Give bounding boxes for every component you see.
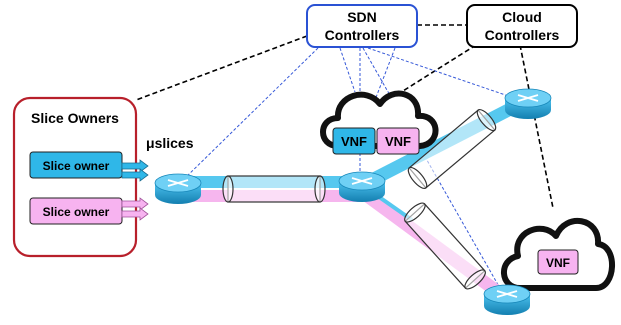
tunnel-upper-right <box>407 109 497 189</box>
cloud-controllers-title-line1: Cloud <box>502 9 542 25</box>
control-links <box>135 24 554 298</box>
link-sdn-to-slice-owners <box>135 35 308 101</box>
router-icon-upper-right <box>504 88 552 119</box>
slice-tunnels <box>222 109 497 290</box>
cloud-controllers-title-line2: Controllers <box>485 27 560 43</box>
tunnel-lower-right <box>404 202 486 290</box>
slice-owner-pink: Slice owner <box>29 197 123 225</box>
slice-owner-label: Slice owner <box>43 205 110 219</box>
sdn-controllers-title-line1: SDN <box>347 9 377 25</box>
slice-owners-title: Slice Owners <box>31 110 119 126</box>
arrow-icon <box>121 197 149 211</box>
link-cloud-controllers-to-cloud-1 <box>394 44 477 97</box>
arrow-icon <box>121 207 149 221</box>
arrow-icon <box>121 159 149 173</box>
router-icon-lower-right <box>483 284 531 315</box>
slice-owner-blue: Slice owner <box>29 151 123 179</box>
sdn-controllers-title-line2: Controllers <box>325 27 400 43</box>
cloud-controllers-box: Cloud Controllers <box>466 4 578 48</box>
uslices-label: μslices <box>146 135 194 151</box>
router-icon-center <box>338 171 386 202</box>
vnf-box-3: VNF <box>537 249 579 275</box>
uslice-arrows <box>121 159 149 221</box>
tunnel-horizontal <box>222 175 326 203</box>
vnf-box-2: VNF <box>376 127 420 155</box>
link-cloud-controllers-to-cloud-2 <box>519 44 554 209</box>
arrow-icon <box>121 168 149 182</box>
vnf-box-1: VNF <box>332 127 376 155</box>
sdn-controllers-box: SDN Controllers <box>306 4 418 48</box>
slice-owners-box: Slice Owners Slice owner Slice owner <box>12 96 138 258</box>
vnf-label: VNF <box>341 134 367 149</box>
vnf-label: VNF <box>546 256 570 270</box>
router-icon-left <box>154 173 202 204</box>
slice-owner-label: Slice owner <box>43 159 110 173</box>
vnf-label: VNF <box>385 134 411 149</box>
